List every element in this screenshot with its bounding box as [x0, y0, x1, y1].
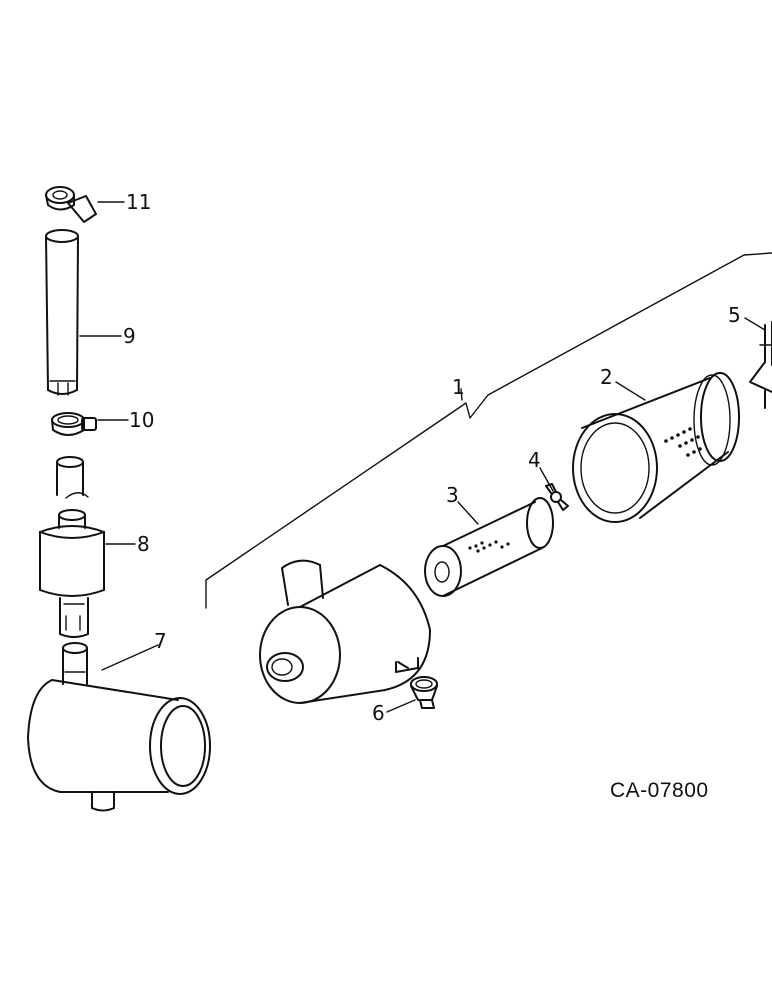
assembly-1-bracket — [205, 252, 772, 609]
part-2-outer-element — [572, 372, 740, 523]
part-10-clamp — [51, 412, 97, 436]
callout-8: 8 — [137, 532, 150, 556]
leader-6 — [386, 699, 416, 713]
part-3-inner-element — [424, 497, 554, 597]
drawing-code: CA-07800 — [610, 779, 709, 802]
leader-5 — [744, 317, 766, 331]
callout-1: 1 — [452, 375, 465, 399]
air-cleaner-housing — [259, 559, 431, 704]
callout-9: 9 — [123, 324, 136, 348]
leader-7 — [101, 644, 159, 671]
callout-11: 11 — [126, 190, 151, 214]
part-9-extension-pipe — [45, 229, 79, 396]
part-6-dust-valve — [410, 676, 438, 709]
part-11-hose-clamp — [45, 186, 97, 223]
callout-5: 5 — [728, 303, 741, 327]
callout-4: 4 — [528, 448, 541, 472]
callout-10: 10 — [129, 408, 154, 432]
callout-6: 6 — [372, 701, 385, 725]
part-8-precleaner — [39, 456, 105, 638]
part-5-cover-clip — [749, 321, 772, 409]
leader-3 — [457, 501, 479, 525]
callout-3: 3 — [446, 483, 459, 507]
callout-7: 7 — [154, 629, 167, 653]
leader-1 — [460, 388, 463, 401]
part-7-air-cleaner-body — [27, 642, 211, 812]
callout-2: 2 — [600, 365, 613, 389]
leader-2 — [615, 381, 646, 401]
leader-4 — [539, 467, 554, 492]
